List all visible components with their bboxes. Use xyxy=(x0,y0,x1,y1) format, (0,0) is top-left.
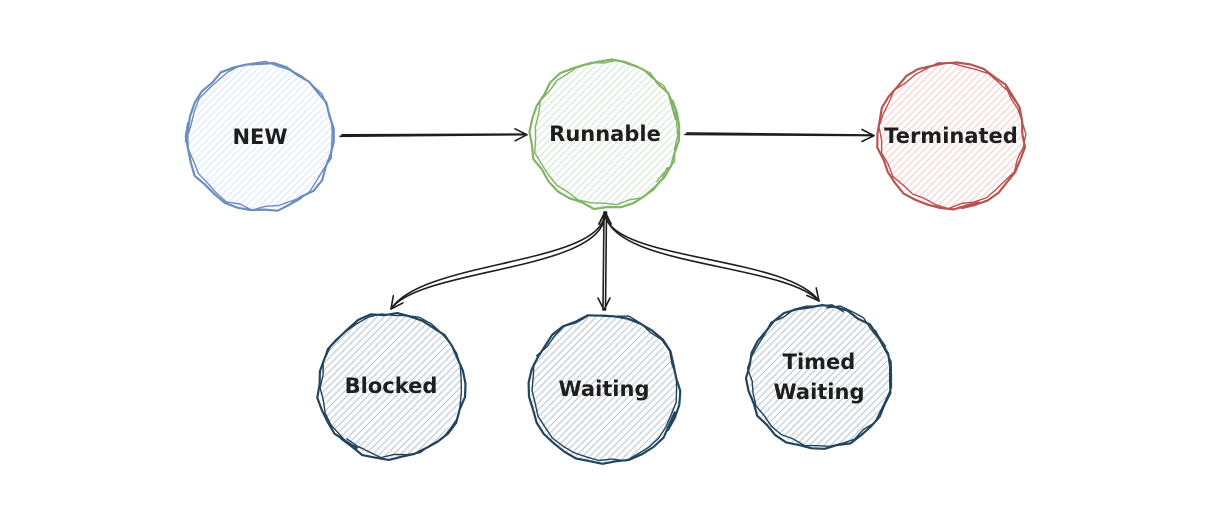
node-outline xyxy=(878,62,1027,210)
edge-line xyxy=(390,211,606,310)
edge-line xyxy=(341,133,526,136)
edge-new-to-runnable xyxy=(339,128,528,142)
state-node-waiting: Waiting xyxy=(527,314,682,465)
node-outline xyxy=(319,313,463,459)
node-outline xyxy=(531,314,678,462)
arrowhead xyxy=(806,287,820,302)
arrowhead xyxy=(598,211,612,225)
edge-line xyxy=(604,211,820,302)
arrowhead xyxy=(390,295,404,310)
arrowhead xyxy=(597,297,611,311)
edge-line xyxy=(390,211,606,310)
node-label: Waiting xyxy=(558,377,649,401)
node-outline xyxy=(528,58,681,211)
node-label: NEW xyxy=(232,125,287,149)
edge-line xyxy=(604,211,608,311)
edge-line xyxy=(686,132,873,136)
node-outline xyxy=(187,60,333,211)
edge-runnable-to-blocked xyxy=(390,211,612,310)
node-outline xyxy=(184,62,335,212)
node-label: Blocked xyxy=(345,374,438,398)
node-label: Terminated xyxy=(884,124,1018,148)
node-label: Waiting xyxy=(773,380,864,404)
arrowhead xyxy=(861,128,875,143)
edges-layer xyxy=(339,128,875,311)
edge-line xyxy=(602,211,605,311)
edge-line xyxy=(604,211,820,302)
edge-runnable-to-terminated xyxy=(684,128,875,143)
node-label: Runnable xyxy=(549,122,661,146)
node-label: Timed xyxy=(783,350,856,374)
edge-runnable-to-timed-waiting xyxy=(598,211,820,302)
node-outline xyxy=(746,304,893,447)
node-outline xyxy=(534,59,679,206)
state-node-terminated: Terminated xyxy=(876,61,1027,211)
arrowhead xyxy=(514,128,528,142)
